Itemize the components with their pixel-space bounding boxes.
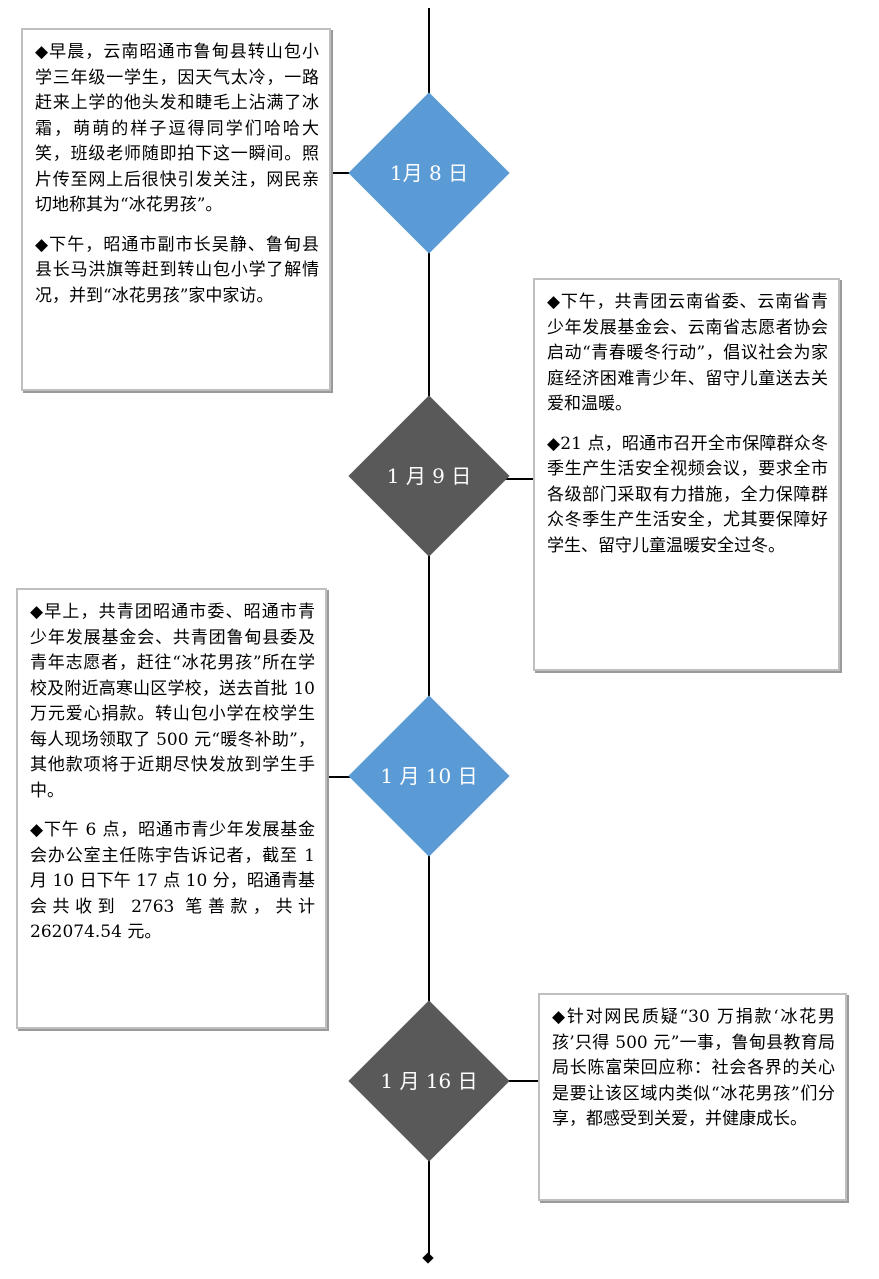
event-text: ◆下午，昭通市副市长吴静、鲁甸县县长马洪旗等赶到转山包小学了解情况，并到“冰花男…	[35, 234, 319, 306]
event-text: ◆针对网民质疑“30 万捐款‘冰花男孩’只得 500 元”一事，鲁甸县教育局局长…	[552, 1007, 835, 1129]
event-box-jan8: ◆早晨，云南昭通市鲁甸县转山包小学三年级一学生，因天气太冷，一路赶来上学的他头发…	[21, 28, 331, 391]
event-text: ◆下午 6 点，昭通市青少年发展基金会办公室主任陈宇告诉记者，截至 1 月 10…	[30, 820, 315, 942]
event-text: ◆21 点，昭通市召开全市保障群众冬季生产生活安全视频会议，要求全市各级部门采取…	[547, 433, 828, 556]
date-label-jan8: 1月 8 日	[389, 161, 469, 185]
event-text: ◆下午，共青团云南省委、云南省青少年发展基金会、云南省志愿者协会启动“青春暖冬行…	[547, 292, 828, 414]
date-label-jan16: 1 月 16 日	[380, 1069, 478, 1093]
event-text: ◆早晨，云南昭通市鲁甸县转山包小学三年级一学生，因天气太冷，一路赶来上学的他头发…	[35, 42, 319, 215]
event-box-jan16: ◆针对网民质疑“30 万捐款‘冰花男孩’只得 500 元”一事，鲁甸县教育局局长…	[538, 993, 847, 1201]
timeline-axis	[428, 8, 430, 1258]
date-label-jan9: 1 月 9 日	[386, 464, 472, 488]
event-box-jan10: ◆早上，共青团昭通市委、昭通市青少年发展基金会、共青团鲁甸县委及青年志愿者，赶往…	[16, 588, 327, 1029]
event-box-jan9: ◆下午，共青团云南省委、云南省青少年发展基金会、云南省志愿者协会启动“青春暖冬行…	[533, 278, 840, 671]
timeline-end-marker	[422, 1252, 434, 1264]
event-text: ◆早上，共青团昭通市委、昭通市青少年发展基金会、共青团鲁甸县委及青年志愿者，赶往…	[30, 602, 315, 801]
date-label-jan10: 1 月 10 日	[380, 764, 478, 788]
